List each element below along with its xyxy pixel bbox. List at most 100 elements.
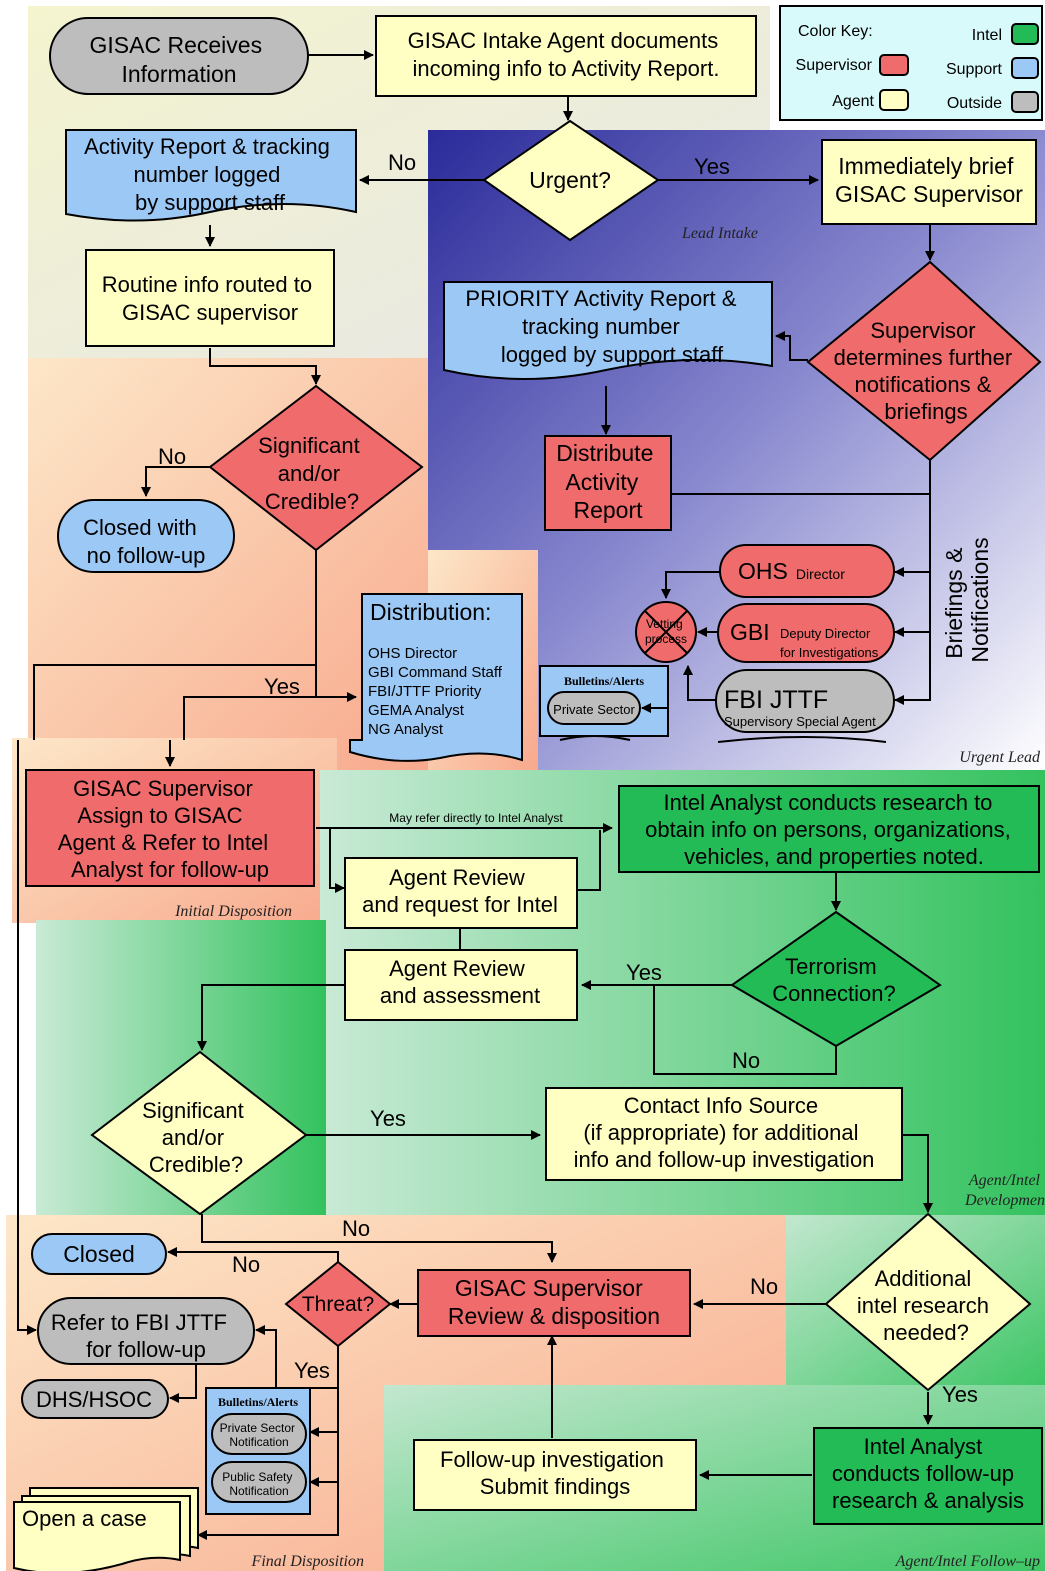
- node-text: research & analysis: [832, 1488, 1024, 1513]
- legend-supervisor-swatch: [879, 54, 909, 76]
- node-text: GISAC Supervisor: [455, 1275, 643, 1301]
- svg-text:Significant and/or: Significant and/or Credible?: [142, 1098, 250, 1177]
- node-supervisor-determines: Supervisor determines further notificati…: [806, 260, 1042, 462]
- svg-text:Intel Analyst conducts researc: Intel Analyst conducts research to obtai…: [645, 790, 1017, 869]
- legend-outside-swatch: [1011, 91, 1039, 113]
- node-gbi-deputy-director: GBI Deputy Director for Investigations: [717, 603, 895, 663]
- node-text: Agent Review: [389, 865, 525, 890]
- node-significant-credible-2: Significant and/or Credible?: [90, 1050, 308, 1216]
- distribution-item: OHS Director: [368, 645, 457, 662]
- node-urgent-decision: Urgent?: [482, 119, 660, 242]
- node-text: Information: [121, 61, 236, 87]
- node-immediately-brief-supervisor: Immediately brief GISAC Supervisor: [821, 139, 1037, 225]
- svg-text:Immediately brief GISAC: Immediately brief GISAC Supervisor: [835, 153, 1023, 207]
- distribution-document: Distribution: OHS Director GBI Command S…: [349, 593, 523, 762]
- node-text: GISAC Intake Agent documents: [408, 28, 719, 53]
- svg-text:Agent Review and assessm: Agent Review and assessment: [380, 956, 540, 1008]
- node-text: process: [645, 632, 687, 646]
- svg-text:GISAC Intake Agent documents: GISAC Intake Agent documents incoming in…: [408, 28, 725, 81]
- node-text: and request for Intel: [362, 892, 558, 917]
- svg-text:Routine info routed to G: Routine info routed to GISAC supervisor: [102, 272, 319, 325]
- edge-label-no: No: [750, 1274, 778, 1299]
- edges: [17, 50, 935, 1540]
- node-supervisor-review-disposition: GISAC Supervisor Review & disposition: [417, 1269, 691, 1337]
- node-agent-review-request: Agent Review and request for Intel: [344, 857, 578, 929]
- lead-intake-label: Lead Intake: [681, 225, 758, 242]
- legend-support-label: Support: [946, 61, 1003, 78]
- svg-text:Significant and/or: Significant and/or Credible?: [258, 433, 366, 514]
- node-intake-agent-documents: GISAC Intake Agent documents incoming in…: [375, 15, 757, 97]
- urgent-lead-label: Urgent Lead: [959, 749, 1041, 766]
- svg-text:GISAC Supervisor Assign: GISAC Supervisor Assign to GISAC Agent &…: [58, 776, 274, 882]
- distribution-item: FBI/JTTF Priority: [368, 683, 482, 700]
- svg-text:Contact Info Source (if: Contact Info Source (if appropriate) for…: [574, 1093, 875, 1172]
- node-text: Urgent?: [529, 167, 611, 193]
- node-text: (if appropriate) for additional: [583, 1120, 858, 1145]
- final-disposition-label: Final Disposition: [251, 1553, 364, 1570]
- node-text: GISAC Receives: [90, 32, 263, 58]
- node-text: Assign to GISAC: [77, 803, 242, 828]
- node-text: Intel Analyst: [864, 1434, 983, 1459]
- legend-intel-swatch: [1011, 23, 1039, 45]
- node-subtext: Supervisory Special Agent: [724, 714, 876, 729]
- node-text: DHS/HSOC: [36, 1387, 152, 1412]
- node-text: Report: [573, 497, 643, 523]
- legend-intel-label: Intel: [972, 27, 1002, 44]
- node-dhs-hsoc: DHS/HSOC: [21, 1379, 169, 1419]
- node-gisac-receives: GISAC Receives Information: [49, 17, 309, 95]
- node-text: incoming info to Activity Report.: [413, 56, 720, 81]
- fbi-jttf-stack-edge: [717, 736, 887, 743]
- node-text: Vetting: [646, 617, 683, 631]
- bulletins-title: Bulletins/Alerts: [218, 1395, 298, 1409]
- distribution-item: GBI Command Staff: [368, 664, 503, 681]
- edge-label-no: No: [732, 1048, 760, 1073]
- node-text: Private Sector: [220, 1421, 295, 1435]
- node-text: Closed with: [83, 515, 197, 540]
- edge-label-yes: Yes: [694, 154, 730, 179]
- legend-support-swatch: [1011, 57, 1039, 79]
- node-text: GBI: [730, 619, 770, 645]
- svg-text:Intel Analyst conducts f: Intel Analyst conducts follow-up researc…: [832, 1434, 1024, 1513]
- node-text: Connection?: [772, 981, 896, 1006]
- node-closed: Closed: [31, 1233, 167, 1275]
- svg-text:PRIORITY Activity Report &: PRIORITY Activity Report & tracking numb…: [465, 286, 742, 367]
- node-text: OHS: [738, 558, 788, 584]
- svg-text:OHS Director GBI Command: OHS Director GBI Command Staff FBI/JTTF …: [368, 645, 506, 738]
- color-key-legend: Color Key: Intel Supervisor Support Agen…: [779, 5, 1043, 121]
- node-routine-info-routed: Routine info routed to GISAC supervisor: [85, 249, 335, 347]
- legend-title: Color Key:: [798, 23, 873, 40]
- node-supervisor-assign: GISAC Supervisor Assign to GISAC Agent &…: [25, 769, 315, 887]
- node-text: Contact Info Source: [624, 1093, 818, 1118]
- svg-text:Activity Report & tracking: Activity Report & tracking number logged…: [84, 134, 336, 215]
- bulletins-title: Bulletins/Alerts: [564, 674, 644, 688]
- node-text: Agent & Refer to Intel: [58, 830, 268, 855]
- distribution-item: GEMA Analyst: [368, 702, 465, 719]
- node-text: and assessment: [380, 983, 540, 1008]
- node-text: Immediately brief: [838, 153, 1014, 179]
- node-text: Distribute: [556, 440, 653, 466]
- distribution-title: Distribution:: [370, 599, 491, 625]
- svg-text:GISAC Receives Informati: GISAC Receives Information: [90, 32, 269, 87]
- node-text: PRIORITY Activity Report &: [465, 286, 736, 311]
- node-subtext: for Investigations: [780, 645, 879, 660]
- node-text: Submit findings: [480, 1474, 630, 1499]
- node-text: Public Safety: [222, 1470, 292, 1484]
- node-intel-analyst-followup: Intel Analyst conducts follow-up researc…: [813, 1427, 1043, 1525]
- agent-intel-followup-label: Agent/Intel Follow–up: [895, 1553, 1040, 1570]
- node-text: Additional: [875, 1266, 972, 1291]
- node-text: Private Sector: [553, 702, 635, 717]
- node-significant-credible-1: Significant and/or Credible?: [208, 384, 424, 552]
- edge-label-no: No: [232, 1252, 260, 1277]
- node-text: Threat?: [302, 1293, 374, 1316]
- node-text: for follow-up: [86, 1337, 206, 1362]
- node-text: obtain info on persons, organizations,: [645, 817, 1011, 842]
- node-subtext: Deputy Director: [780, 626, 871, 641]
- bulletins-alerts-box-1: Bulletins/Alerts Private Sector: [539, 665, 669, 741]
- node-closed-no-followup: Closed with no follow-up: [57, 499, 235, 573]
- node-text: briefings: [884, 399, 967, 424]
- node-text: Closed: [63, 1241, 135, 1267]
- legend-agent-swatch: [879, 89, 909, 111]
- node-text: and/or: [278, 461, 340, 486]
- svg-text:Deputy Director for Inve: Deputy Director for Investigations: [780, 626, 879, 660]
- node-followup-investigation: Follow-up investigation Submit findings: [413, 1439, 697, 1511]
